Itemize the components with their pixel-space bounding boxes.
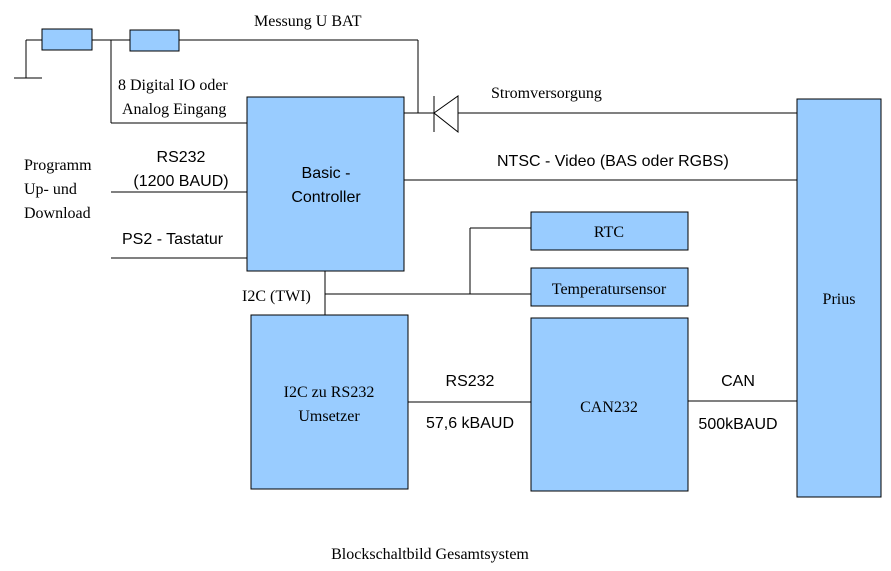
resistor-2 — [129, 29, 180, 52]
can-label-1: CAN — [721, 373, 755, 390]
temperatursensor-block — [530, 267, 689, 307]
basic-controller-label-1: Basic - — [302, 165, 351, 182]
can232-block — [530, 317, 689, 492]
can-label-2: 500kBAUD — [698, 416, 777, 433]
wires — [14, 39, 797, 403]
i2c-rs232-label-2: Umsetzer — [298, 408, 360, 425]
diagram-caption: Blockschaltbild Gesamtsystem — [331, 546, 529, 563]
temperatursensor-label: Temperatursensor — [552, 281, 667, 298]
i2c-rs232-block — [250, 314, 409, 490]
rs232-left-label-2: (1200 BAUD) — [133, 173, 228, 190]
prius-label: Prius — [823, 291, 856, 308]
can232-label: CAN232 — [580, 399, 638, 416]
digital-io-label-1: 8 Digital IO oder — [118, 77, 228, 94]
rtc-block — [530, 211, 689, 251]
rs232-mid-label-1: RS232 — [446, 373, 495, 390]
i2c-twi-label: I2C (TWI) — [242, 288, 311, 305]
programm-label-2: Up- und — [24, 181, 77, 198]
stromversorgung-label: Stromversorgung — [491, 85, 602, 102]
resistor-1 — [41, 28, 93, 51]
messung-label: Messung U BAT — [254, 13, 362, 30]
rs232-left-label-1: RS232 — [157, 149, 206, 166]
prius-block — [796, 98, 882, 498]
diode-icon — [433, 95, 459, 134]
rs232-mid-label-2: 57,6 kBAUD — [426, 415, 514, 432]
ntsc-label: NTSC - Video (BAS oder RGBS) — [497, 153, 729, 170]
programm-label-3: Download — [24, 205, 91, 222]
rtc-label: RTC — [594, 224, 624, 241]
basic-controller-block — [246, 96, 405, 272]
digital-io-label-2: Analog Eingang — [122, 101, 226, 118]
ps2-label: PS2 - Tastatur — [122, 231, 224, 248]
programm-label-1: Programm — [24, 157, 92, 174]
basic-controller-label-2: Controller — [291, 189, 361, 206]
i2c-rs232-label-1: I2C zu RS232 — [284, 384, 375, 401]
